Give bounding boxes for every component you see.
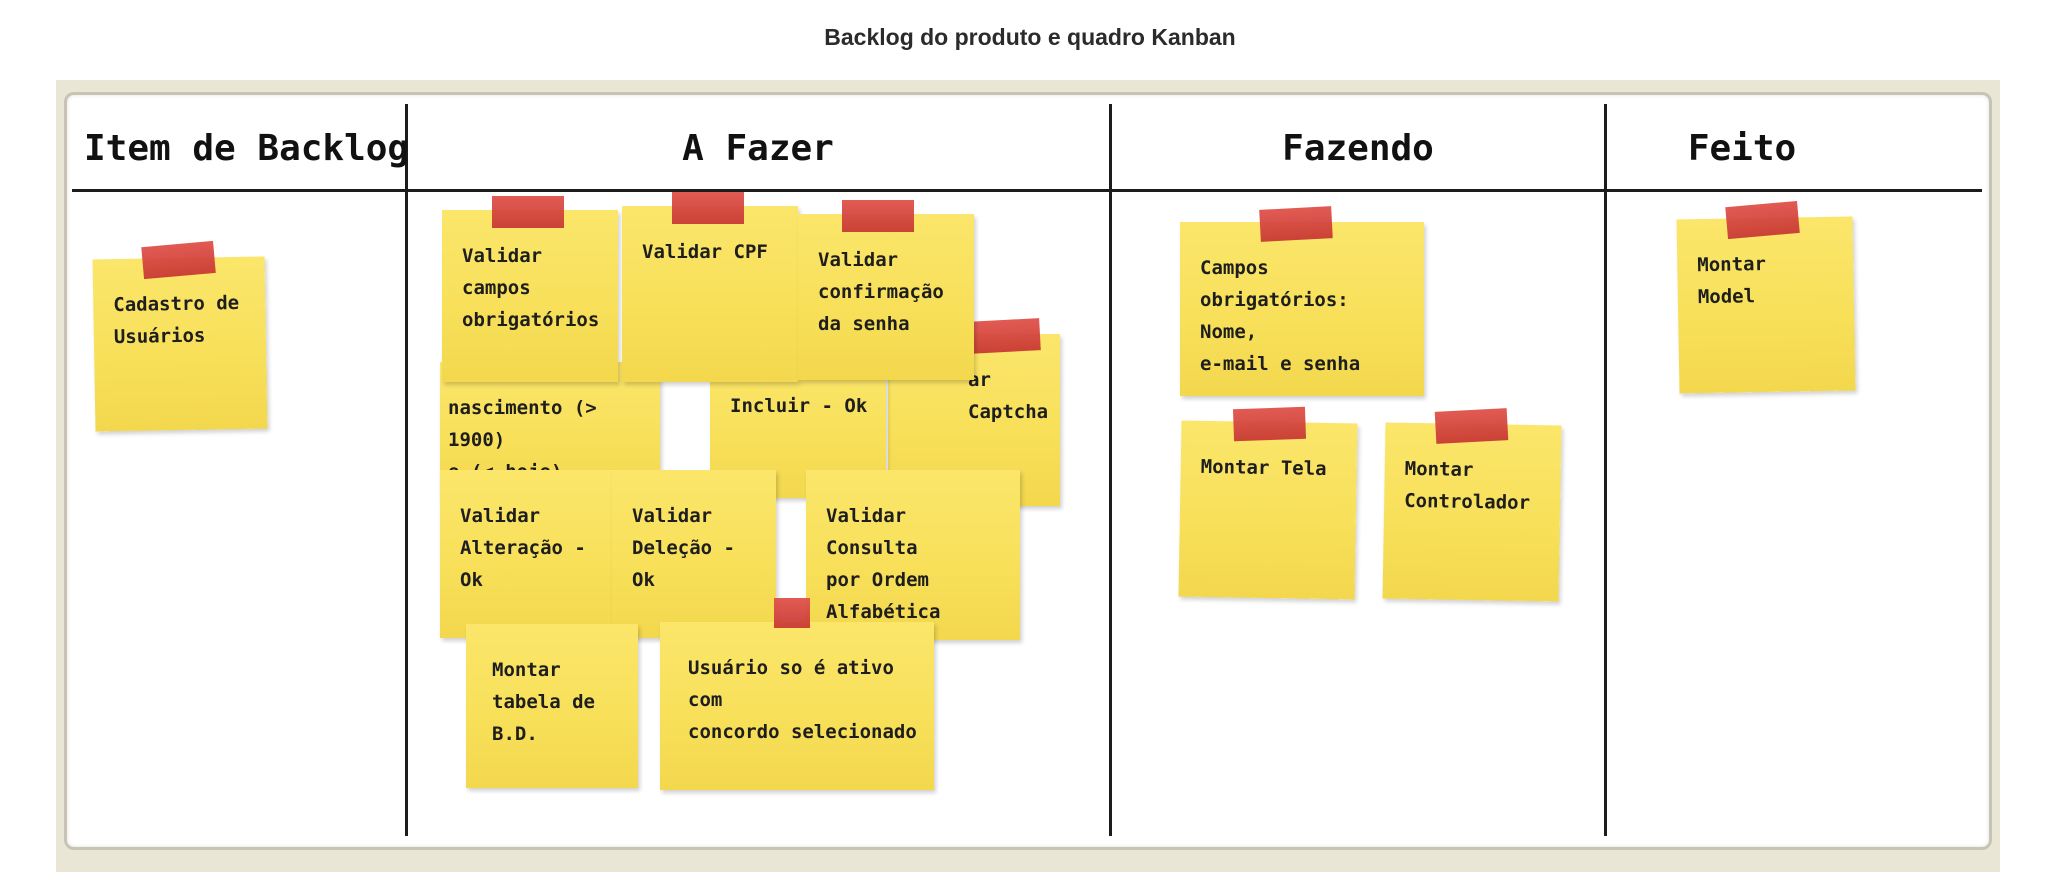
header-divider	[72, 189, 1982, 192]
sticky-note-todo-tabela[interactable]: Montar tabela de B.D.	[466, 624, 638, 788]
column-divider-2	[1109, 104, 1112, 836]
column-divider-3	[1604, 104, 1607, 836]
sticky-note-doing-controlador[interactable]: Montar Controlador	[1382, 408, 1562, 602]
note-text: Usuário so é ativo com concordo selecion…	[688, 657, 917, 743]
tape	[141, 240, 216, 280]
tape	[492, 196, 564, 228]
note-text: Montar Model	[1697, 252, 1767, 309]
tape	[672, 192, 744, 224]
tape	[967, 318, 1041, 354]
sticky-note-todo-usuario-ativo[interactable]: Usuário so é ativo com concordo selecion…	[660, 598, 934, 790]
column-header-doing: Fazendo	[1282, 128, 1434, 169]
sticky-note-todo-campos[interactable]: Validar campos obrigatórios	[442, 196, 618, 382]
figure-caption: Backlog do produto e quadro Kanban	[824, 24, 1236, 50]
tape	[774, 598, 810, 628]
sticky-note-todo-consulta[interactable]: Validar Consulta por Ordem Alfabética	[806, 470, 1020, 640]
sticky-note-todo-alteracao[interactable]: Validar Alteração - Ok	[440, 470, 616, 638]
note-text: Validar confirmação da senha	[818, 249, 944, 335]
sticky-note-todo-senha[interactable]: Validar confirmação da senha	[798, 200, 974, 380]
note-text: Montar Controlador	[1403, 457, 1531, 515]
note-text: Validar Consulta por Ordem Alfabética	[826, 505, 941, 623]
sticky-note-doing-campos[interactable]: Campos obrigatórios: Nome, e-mail e senh…	[1180, 206, 1424, 396]
note-text: Montar tabela de B.D.	[492, 659, 595, 745]
column-header-todo: A Fazer	[682, 128, 834, 169]
sticky-note-todo-cpf[interactable]: Validar CPF	[622, 192, 798, 382]
tape	[842, 200, 914, 232]
tape	[1725, 200, 1800, 240]
tape	[1232, 406, 1307, 442]
note-text: Cadastro de Usuários	[113, 291, 240, 349]
sticky-note-backlog-cadastro[interactable]: Cadastro de Usuários	[92, 240, 268, 432]
note-text: Validar campos obrigatórios	[462, 245, 600, 331]
note-text: Campos obrigatórios: Nome, e-mail e senh…	[1200, 257, 1361, 375]
column-header-done: Feito	[1687, 128, 1797, 169]
column-header-backlog: Item de Backlog	[84, 128, 410, 169]
sticky-note-todo-delecao[interactable]: Validar Deleção - Ok	[612, 470, 776, 638]
note-text: Validar Alteração - Ok	[460, 505, 586, 591]
tape	[1259, 206, 1333, 242]
note-text: Montar Tela	[1200, 455, 1327, 481]
note-text: Validar Deleção - Ok	[632, 505, 735, 591]
note-text: Validar CPF	[642, 241, 768, 263]
column-divider-1	[405, 104, 408, 836]
tape	[1434, 408, 1509, 444]
sticky-note-done-model[interactable]: Montar Model	[1676, 200, 1856, 394]
note-text: Incluir - Ok	[730, 395, 868, 417]
sticky-note-doing-tela[interactable]: Montar Tela	[1178, 406, 1358, 600]
